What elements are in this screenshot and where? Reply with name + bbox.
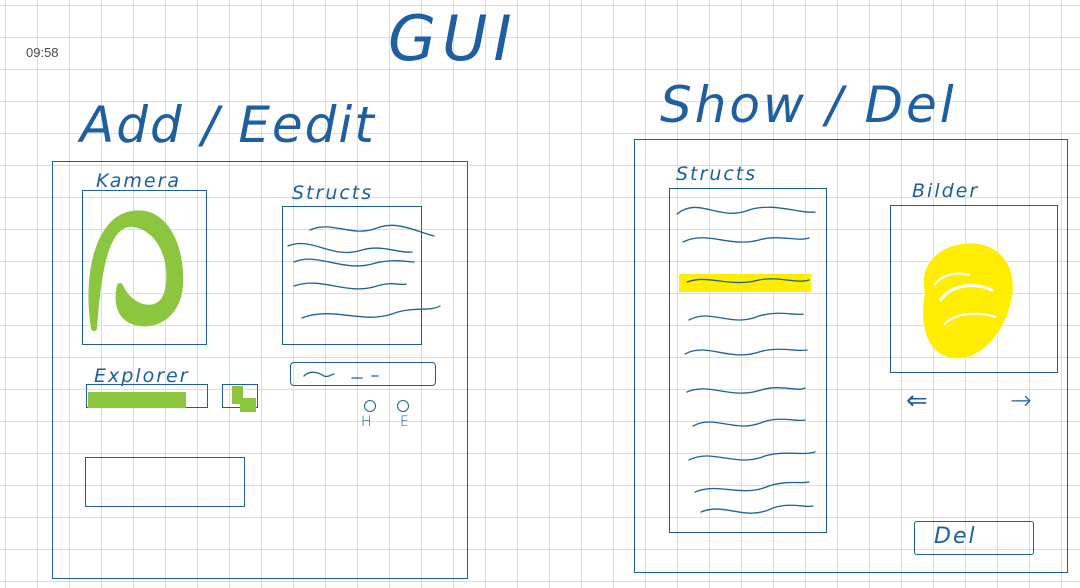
delete-button[interactable] (914, 521, 1034, 555)
radio-h[interactable] (364, 400, 376, 412)
show-structs-list[interactable] (669, 188, 827, 533)
add-structs-list[interactable] (282, 206, 422, 345)
delete-button-label: Del (934, 524, 977, 549)
selected-struct-highlight[interactable] (679, 274, 811, 292)
show-structs-label: Structs (676, 163, 758, 185)
add-edit-panel (52, 161, 468, 579)
clock: 09:58 (26, 45, 59, 60)
add-edit-heading: Add / Eedit (80, 96, 376, 154)
bilder-label: Bilder (912, 180, 980, 202)
struct-input-field[interactable] (290, 362, 436, 386)
image-viewer (890, 205, 1058, 373)
add-structs-lines (287, 224, 441, 319)
next-image-arrow[interactable]: → (1010, 386, 1032, 416)
kamera-label: Kamera (96, 170, 182, 192)
page-title: GUI (388, 2, 518, 75)
explorer-path-highlight (88, 392, 186, 408)
show-del-panel (634, 139, 1068, 573)
prev-image-arrow[interactable]: ⇐ (906, 386, 928, 416)
struct-input-scribble (303, 371, 379, 379)
radio-h-label: H (361, 414, 372, 430)
radio-e[interactable] (397, 400, 409, 412)
save-button[interactable] (85, 457, 245, 507)
browse-button-highlight (232, 386, 243, 404)
radio-e-label: E (400, 414, 409, 430)
show-structs-lines (676, 206, 816, 514)
camera-preview[interactable] (82, 190, 207, 345)
camera-scribble (88, 210, 184, 331)
explorer-label: Explorer (94, 365, 190, 387)
image-scribble (923, 243, 1013, 359)
show-del-heading: Show / Del (660, 76, 957, 134)
add-structs-label: Structs (292, 182, 374, 204)
browse-button-highlight-2 (240, 398, 256, 412)
